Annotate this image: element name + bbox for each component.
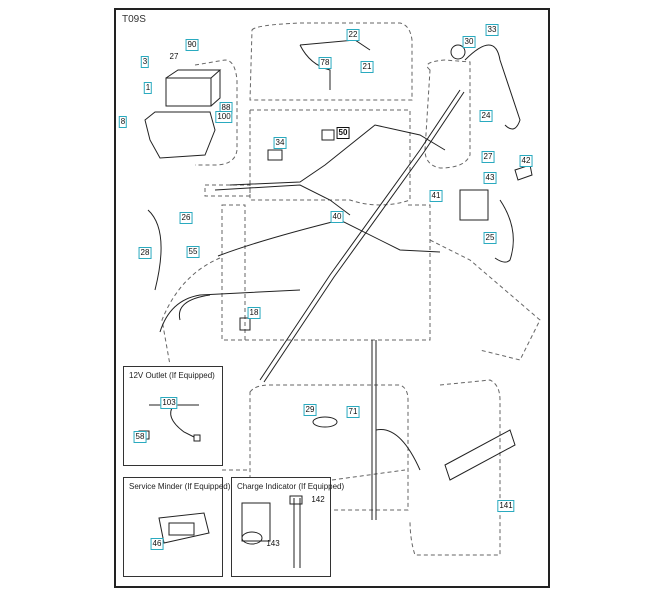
- callout-3: 3: [140, 56, 150, 68]
- inset-service-minder: Service Minder (If Equipped): [123, 477, 230, 577]
- outlet-harness-drawing: [138, 404, 201, 442]
- callout-43: 43: [483, 172, 497, 184]
- callout-71: 71: [346, 406, 360, 418]
- callout-22: 22: [346, 29, 360, 41]
- battery-drawing: [144, 69, 222, 159]
- callout-141: 141: [497, 500, 515, 512]
- callout-27: 27: [481, 151, 495, 163]
- callout-30: 30: [462, 36, 476, 48]
- callout-8: 8: [118, 116, 128, 128]
- inset-12v-outlet: 12V Outlet (If Equipped): [123, 366, 223, 466]
- callout-142: 142: [311, 495, 325, 504]
- callout-78: 78: [318, 57, 332, 69]
- diagram-code: T09S: [122, 14, 146, 25]
- callout-50: 50: [336, 127, 350, 139]
- callout-103: 103: [160, 397, 178, 409]
- component-sketches: [239, 39, 533, 481]
- callout-58: 58: [133, 431, 147, 443]
- callout-90: 90: [185, 39, 199, 51]
- callout-18: 18: [247, 307, 261, 319]
- callout-24: 24: [479, 110, 493, 122]
- callout-21: 21: [360, 61, 374, 73]
- callout-25: 25: [483, 232, 497, 244]
- diagram-frame: [114, 8, 550, 588]
- inset-title: Service Minder (If Equipped): [129, 482, 231, 491]
- charge-indicator-drawing: [241, 495, 303, 568]
- callout-42: 42: [519, 155, 533, 167]
- callout-46: 46: [150, 538, 164, 550]
- callout-27: 27: [169, 52, 179, 61]
- callout-1: 1: [143, 82, 153, 94]
- callout-55: 55: [186, 246, 200, 258]
- callout-26: 26: [179, 212, 193, 224]
- callout-143: 143: [266, 539, 280, 548]
- service-minder-drawing: [158, 512, 210, 544]
- main-harness: [147, 44, 521, 520]
- callout-34: 34: [273, 137, 287, 149]
- callout-29: 29: [303, 404, 317, 416]
- inset-title: Charge Indicator (If Equipped): [237, 482, 345, 491]
- callout-41: 41: [429, 190, 443, 202]
- callout-28: 28: [138, 247, 152, 259]
- inset-title: 12V Outlet (If Equipped): [129, 371, 215, 380]
- inset-charge-indicator: Charge Indicator (If Equipped): [231, 477, 344, 577]
- callout-33: 33: [485, 24, 499, 36]
- callout-100: 100: [215, 111, 233, 123]
- callout-40: 40: [330, 211, 344, 223]
- chassis-outlines: [161, 22, 541, 556]
